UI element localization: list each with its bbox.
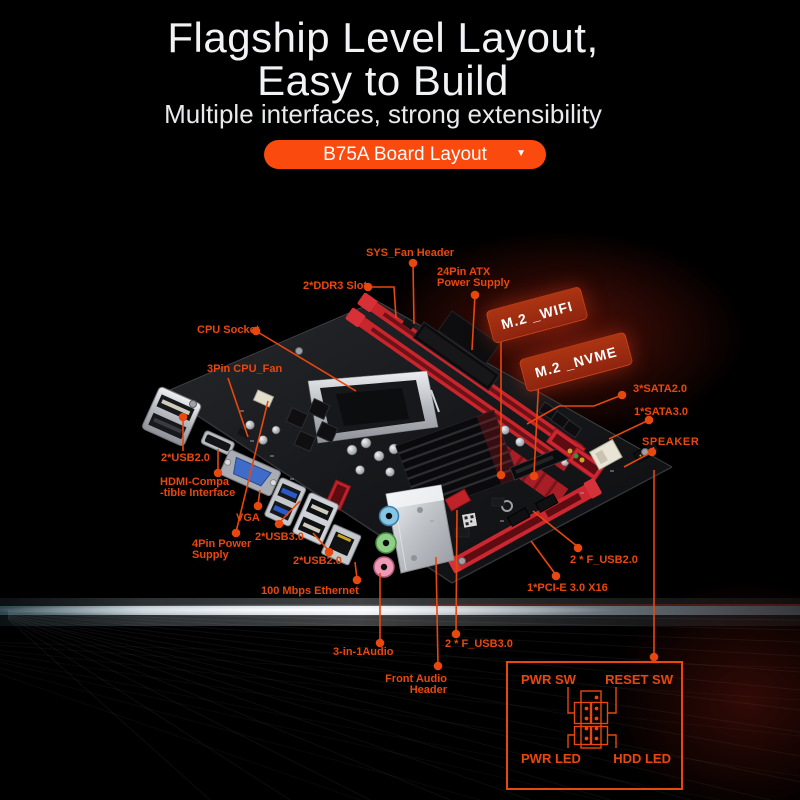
- label-f-usb3: 2 * F_USB3.0: [445, 638, 513, 650]
- label-4pin-power-line1: 4Pin Power: [192, 538, 252, 550]
- speaker-connector: [588, 438, 623, 471]
- callout-dots: [178, 258, 659, 671]
- horizon-streak: [0, 598, 800, 626]
- label-front-audio-line2: Header: [409, 684, 447, 696]
- pcie-x16-slot: [447, 478, 602, 574]
- page-title-line2: Easy to Build: [257, 57, 509, 104]
- label-3in1-audio: 3-in-1Audio: [333, 646, 394, 658]
- atx-24pin-connector: [412, 321, 501, 392]
- label-hdmi-line2: -tible Interface: [160, 487, 236, 499]
- callout-lines: [182, 262, 655, 666]
- label-speaker: SPEAKER: [642, 436, 700, 448]
- page-title-line1: Flagship Level Layout,: [167, 14, 599, 61]
- label-pwr-led: PWR LED: [521, 751, 581, 766]
- hdmi-port: [200, 430, 235, 456]
- label-usb2-rear: 2*USB2.0: [161, 452, 210, 464]
- audio-jacks: [373, 505, 400, 578]
- label-4pin-power: 4Pin Power Supply: [192, 539, 251, 561]
- label-f-usb2: 2 * F_USB2.0: [570, 554, 638, 566]
- label-sata3: 1*SATA3.0: [634, 406, 689, 418]
- label-pwr-sw: PWR SW: [521, 672, 576, 687]
- usb2-stack-port: [142, 386, 202, 446]
- page-subtitle: Multiple interfaces, strong extensibilit…: [164, 99, 602, 129]
- label-hdd-led: HDD LED: [613, 751, 671, 766]
- label-24pin-atx-line1: 24Pin ATX: [437, 266, 491, 278]
- motherboard: [142, 292, 674, 584]
- label-hdmi-line1: HDMI-Compa: [160, 476, 230, 488]
- label-hdmi: HDMI-Compa -tible Interface: [160, 477, 235, 499]
- label-vga: VGA: [236, 512, 260, 524]
- io-cover-block: [437, 310, 501, 365]
- front-panel-pin-diagram: [567, 687, 617, 749]
- label-sata2: 3*SATA2.0: [633, 383, 688, 395]
- label-pcie: 1*PCI-E 3.0 X16: [527, 582, 608, 594]
- label-usb2-rear-lower: 2*USB2.0: [293, 555, 342, 567]
- label-reset-sw: RESET SW: [605, 672, 673, 687]
- io-shield: [385, 484, 455, 574]
- label-24pin-atx-line2: Power Supply: [437, 277, 510, 289]
- board-details: [189, 347, 649, 565]
- label-ethernet: 100 Mbps Ethernet: [261, 585, 359, 597]
- label-cpu-socket: CPU Socket: [197, 324, 260, 336]
- cpu-socket: [307, 370, 440, 444]
- usb2-lower-port: [292, 492, 339, 545]
- board-layout-button[interactable]: B75A Board Layout ▼: [264, 140, 546, 169]
- vrm-chokes: [285, 398, 339, 452]
- label-front-audio: Front Audio Header: [383, 674, 447, 696]
- label-4pin-power-line2: Supply: [192, 549, 229, 561]
- usb3-port: [264, 477, 307, 527]
- label-24pin-atx: 24Pin ATX Power Supply: [437, 267, 510, 289]
- board-layout-button-label: B75A Board Layout: [323, 143, 487, 165]
- label-cpu-fan: 3Pin CPU_Fan: [207, 363, 283, 375]
- dropdown-caret-icon: ▼: [516, 148, 526, 159]
- rear-io-ports: [142, 386, 455, 578]
- label-sys-fan-header: SYS_Fan Header: [366, 247, 455, 259]
- label-ddr3-slot: 2*DDR3 Slot: [303, 280, 368, 292]
- label-front-audio-line1: Front Audio: [385, 673, 447, 685]
- label-usb3-rear: 2*USB3.0: [255, 531, 304, 543]
- front-panel-legend-box: PWR SW RESET SW PWR LED HDD LED: [506, 661, 683, 790]
